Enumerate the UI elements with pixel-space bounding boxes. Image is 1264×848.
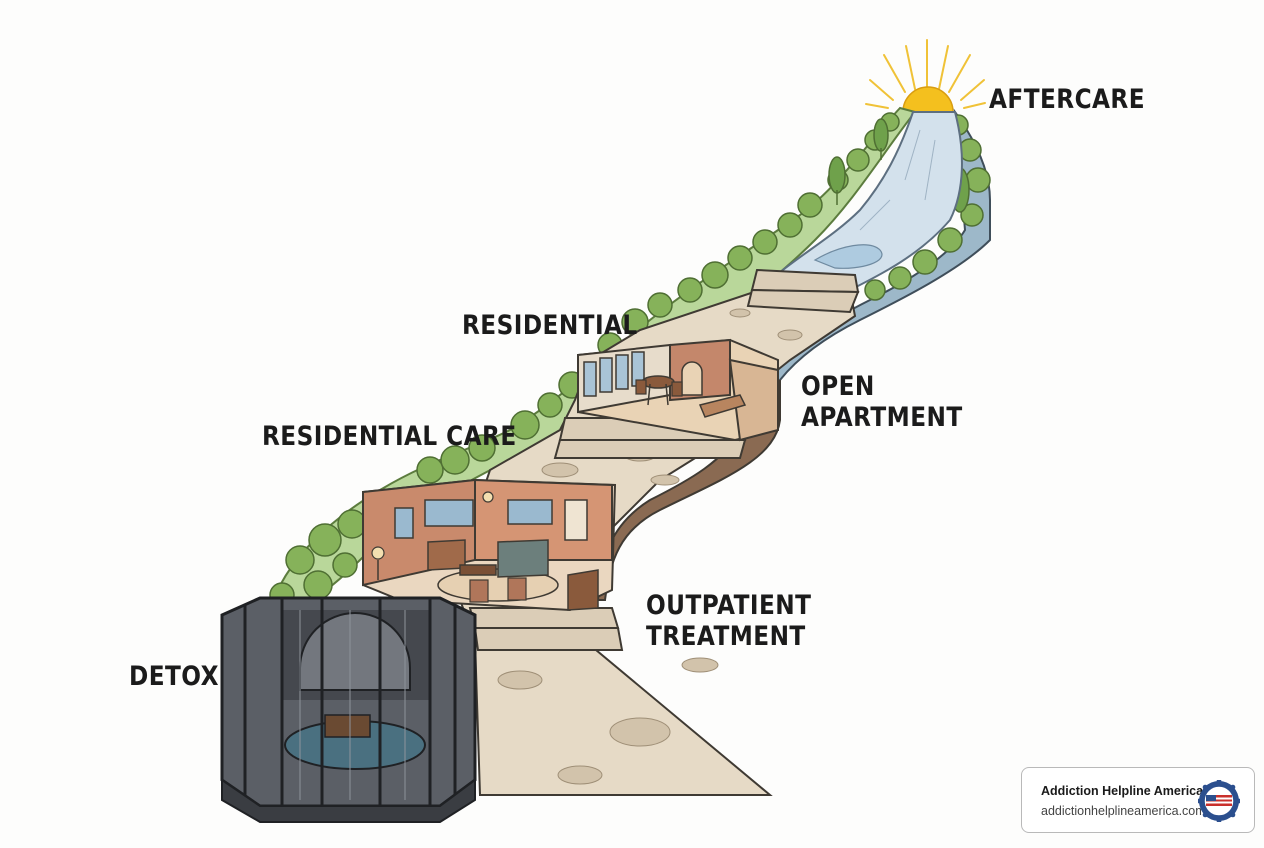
detox-cage: [220, 596, 477, 823]
stage-label-open-apartment: OPEN APARTMENT: [801, 371, 963, 433]
residential-room: [577, 338, 779, 442]
stage-label-aftercare: AFTERCARE: [989, 84, 1146, 115]
stage-label-outpatient-treatment: OUTPATIENT TREATMENT: [646, 590, 811, 652]
helpline-seal-icon: [1198, 780, 1240, 822]
residential-care-room: [362, 478, 617, 612]
stage-label-line: TREATMENT: [646, 621, 806, 652]
stage-label-detox: DETOX: [129, 661, 219, 692]
stage-label-residential-care: RESIDENTIAL CARE: [262, 421, 517, 452]
stage-label-line: OUTPATIENT: [646, 590, 812, 621]
brand-badge: Addiction Helpline America addictionhelp…: [1021, 767, 1255, 833]
brand-name: Addiction Helpline America: [1041, 784, 1204, 798]
stage-label-line: APARTMENT: [801, 402, 963, 433]
stage-label-residential: RESIDENTIAL: [462, 310, 638, 341]
stage-label-line: OPEN: [801, 371, 875, 402]
brand-url: addictionhelplineamerica.com: [1041, 804, 1206, 818]
recovery-path: [458, 268, 860, 796]
sun-icon: [865, 39, 986, 113]
